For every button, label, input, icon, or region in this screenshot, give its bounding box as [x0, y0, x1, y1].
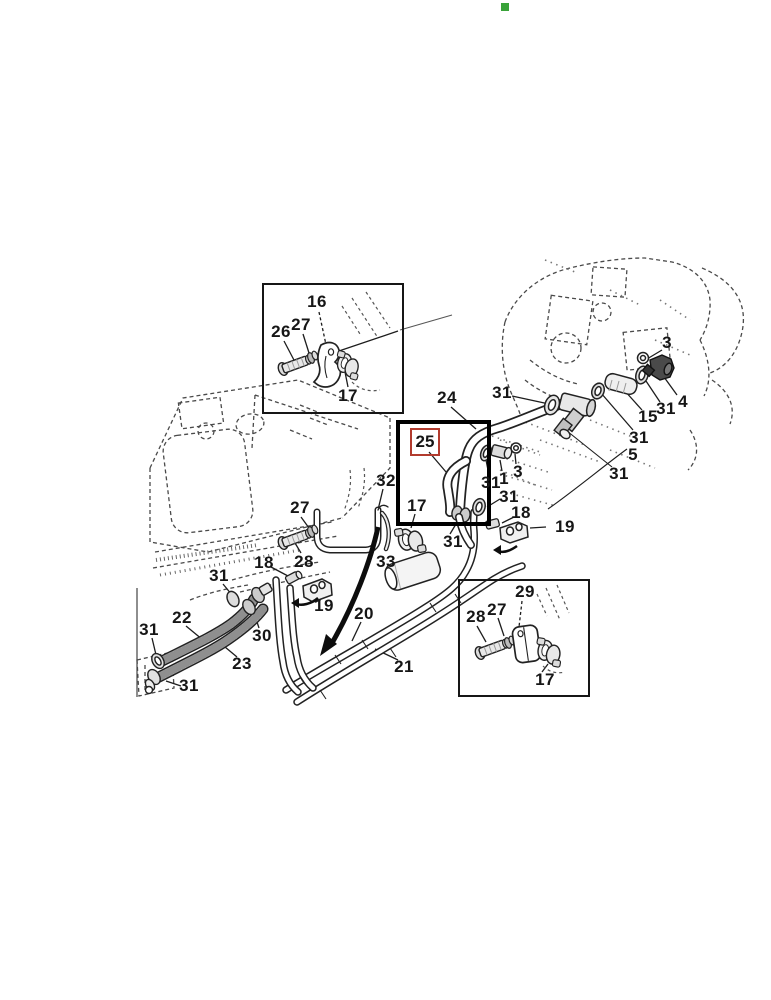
callout-31j[interactable]: 31 [179, 676, 199, 695]
branch-connector [553, 417, 574, 440]
hose-25 [442, 456, 471, 517]
callout-32[interactable]: 32 [376, 471, 396, 490]
callout-22[interactable]: 22 [172, 608, 192, 627]
callout-17b[interactable]: 17 [407, 496, 427, 515]
callout-21[interactable]: 21 [394, 657, 414, 676]
callout-31b[interactable]: 31 [656, 399, 676, 418]
callout-4[interactable]: 4 [678, 392, 688, 411]
selected-part-tag[interactable]: 25 [410, 428, 440, 456]
hose-15 [604, 372, 638, 396]
bracket-19-left [302, 578, 333, 603]
callout-3a[interactable]: 3 [513, 462, 523, 481]
callout-18a[interactable]: 18 [511, 503, 531, 522]
hose-23 [151, 603, 269, 684]
inset-box-top-left [262, 283, 404, 414]
green-marker-icon [501, 3, 509, 11]
elbow-fitting-4 [641, 354, 675, 381]
pipe-21 [293, 562, 526, 706]
hose-clamps-31-left [144, 590, 240, 695]
callout-31c[interactable]: 31 [629, 428, 649, 447]
callout-23[interactable]: 23 [232, 654, 252, 673]
engine-sketch [501, 257, 744, 471]
callout-31a[interactable]: 31 [492, 383, 512, 402]
pipe-risers [272, 576, 317, 696]
callout-1[interactable]: 1 [499, 469, 509, 488]
callout-5[interactable]: 5 [628, 445, 638, 464]
callout-31i[interactable]: 31 [139, 620, 159, 639]
direction-arrow-small-left [291, 597, 319, 608]
callout-18b[interactable]: 18 [254, 553, 274, 572]
inset1-context-dashes [341, 291, 391, 392]
callout-31f[interactable]: 31 [499, 487, 519, 506]
hose-24 [455, 397, 572, 516]
plug-fitting-1 [490, 444, 513, 460]
bracket-16 [312, 341, 342, 388]
callout-31g[interactable]: 31 [443, 532, 463, 551]
ring-3-top [636, 351, 650, 365]
callout-28c[interactable]: 28 [466, 607, 486, 626]
callout-17a[interactable]: 17 [338, 386, 358, 405]
direction-arrow-small-right [493, 544, 518, 555]
direction-arrow-large [320, 526, 381, 656]
ring-3-mid [510, 442, 522, 454]
callout-31d[interactable]: 31 [609, 464, 629, 483]
inset2-context-dashes [536, 584, 570, 674]
callout-28b[interactable]: 28 [294, 552, 314, 571]
u-bracket-32 [311, 504, 392, 554]
sleeve-33 [384, 551, 442, 591]
callout-17c[interactable]: 17 [535, 670, 555, 689]
callout-16[interactable]: 16 [307, 292, 327, 311]
bracket-19-right [499, 521, 529, 544]
callout-33[interactable]: 33 [376, 552, 396, 571]
callout-31h[interactable]: 31 [209, 566, 229, 585]
callout-30[interactable]: 30 [252, 626, 272, 645]
callout-24[interactable]: 24 [437, 388, 457, 407]
callout-19b[interactable]: 19 [314, 596, 334, 615]
callout-19a[interactable]: 19 [555, 517, 575, 536]
callout-27a[interactable]: 27 [291, 315, 311, 334]
inset-box-bottom-right [458, 579, 590, 697]
bracket-context-dashes [343, 467, 366, 512]
callout-31e[interactable]: 31 [481, 473, 501, 492]
callout-29[interactable]: 29 [515, 582, 535, 601]
clamp-31-right [590, 365, 649, 400]
callout-27b[interactable]: 27 [290, 498, 310, 517]
clamp-17-mid [393, 524, 428, 557]
callout-26[interactable]: 26 [271, 322, 291, 341]
fitting-18-left [284, 570, 303, 585]
callout-15[interactable]: 15 [638, 407, 658, 426]
pipe-stub-below-box [455, 513, 475, 549]
callout-3b[interactable]: 3 [662, 333, 672, 352]
pipe-20 [282, 508, 478, 694]
hose-end-fittings-30 [242, 582, 273, 616]
pipe-joint-ticks [299, 593, 462, 700]
callout-20[interactable]: 20 [354, 604, 374, 623]
radiator-sketch [136, 379, 391, 697]
callout-27c[interactable]: 27 [487, 600, 507, 619]
highlight-box-part-25 [396, 420, 491, 526]
clamp-31-pipe-top [472, 497, 486, 517]
